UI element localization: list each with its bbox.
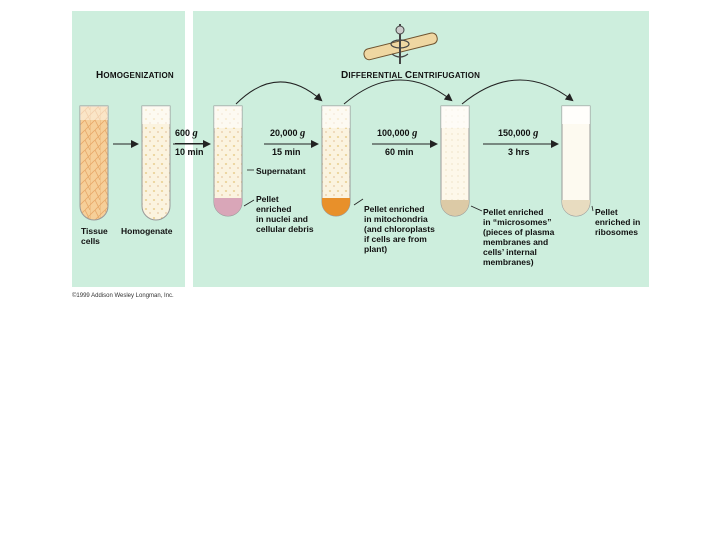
step1-force: 600 g xyxy=(175,128,198,139)
copyright-notice: ©1999 Addison Wesley Longman, Inc. xyxy=(72,293,174,299)
tube-stage3 xyxy=(440,105,470,217)
centrifuge-icon xyxy=(363,24,438,64)
centrifugation-heading: DIFFERENTIAL CENTRIFUGATION xyxy=(341,70,481,81)
homogenization-heading: HOMOGENIZATION xyxy=(96,70,174,81)
tube-stage2 xyxy=(321,105,351,217)
supernatant-label: Supernatant xyxy=(256,166,306,176)
pellet-microsomes xyxy=(441,200,469,216)
step3-time: 60 min xyxy=(385,147,414,157)
step3-force: 100,000 g xyxy=(377,128,418,139)
step4-force: 150,000 g xyxy=(498,128,539,139)
transfer-arrow-1 xyxy=(235,81,323,105)
tube-homogenate xyxy=(141,105,171,221)
homogenate-label: Homogenate xyxy=(121,226,173,236)
tube-tissue xyxy=(79,105,109,221)
transfer-arrow-3 xyxy=(461,79,574,105)
transfer-arrow-2 xyxy=(343,79,453,105)
step4-time: 3 hrs xyxy=(508,147,530,157)
step1-time: 10 min xyxy=(175,147,204,157)
step2-force: 20,000 g xyxy=(270,128,306,139)
pellet-ribosomes xyxy=(562,200,590,216)
step2-time: 15 min xyxy=(272,147,301,157)
tube-stage1 xyxy=(213,105,243,217)
pellet-mitochondria xyxy=(322,198,350,216)
tube-stage4 xyxy=(561,105,591,217)
pellet-debris xyxy=(214,198,242,216)
